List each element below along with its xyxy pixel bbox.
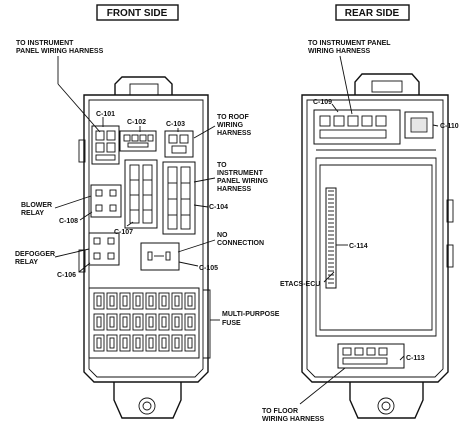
defogger-relay (88, 232, 120, 266)
connector-c101 (91, 125, 120, 165)
connector-label-c110: C-110 (440, 123, 459, 130)
multi-purpose-fuse-block (88, 287, 200, 359)
fuse-slot (93, 292, 105, 310)
connector-c102 (119, 130, 157, 152)
fuse-slot (145, 292, 157, 310)
svg-text:MULTI-PURPOSE: MULTI-PURPOSE (222, 311, 280, 318)
label-ip-harness-top: TO INSTRUMENT PANEL WIRING HARNESS (16, 40, 104, 55)
svg-text:WIRING HARNESS: WIRING HARNESS (308, 48, 371, 55)
fuse-slot (171, 292, 183, 310)
svg-text:TO ROOF: TO ROOF (217, 114, 249, 121)
fuse-slot (119, 292, 131, 310)
label-no-connection: NO CONNECTION (217, 232, 264, 247)
fuse-slot (132, 292, 144, 310)
front-leader-lines (54, 56, 220, 359)
svg-text:HARNESS: HARNESS (217, 130, 252, 137)
connector-label-c102: C-102 (127, 119, 146, 126)
rear-junction-block (301, 73, 454, 419)
connector-c113 (337, 343, 405, 369)
label-blower-relay: BLOWER RELAY (21, 202, 52, 217)
fuse-slot (145, 313, 157, 331)
svg-text:REAR SIDE: REAR SIDE (345, 8, 400, 19)
rear-side-header: REAR SIDE (335, 4, 410, 21)
svg-text:DEFOGGER: DEFOGGER (15, 251, 55, 258)
svg-text:FUSE: FUSE (222, 320, 241, 327)
fuse-slot (184, 313, 196, 331)
connector-c110 (404, 111, 434, 139)
label-roof-harness: TO ROOF WIRING HARNESS (217, 114, 252, 137)
svg-text:BLOWER: BLOWER (21, 202, 52, 209)
svg-text:CONNECTION: CONNECTION (217, 240, 264, 247)
connector-label-c114: C-114 (349, 243, 368, 250)
connector-label-c104: C-104 (209, 204, 228, 211)
label-floor-harness: TO FLOOR WIRING HARNESS (262, 408, 325, 423)
svg-text:HARNESS: HARNESS (217, 186, 252, 193)
svg-text:FRONT SIDE: FRONT SIDE (107, 8, 168, 19)
connector-c107 (124, 159, 158, 229)
fuse-slot (184, 334, 196, 352)
fuse-slot (132, 334, 144, 352)
fuse-slot (158, 313, 170, 331)
rear-leader-lines (299, 55, 439, 405)
fuse-slot (119, 334, 131, 352)
svg-text:WIRING: WIRING (217, 122, 244, 129)
fuse-slot (106, 334, 118, 352)
fuse-slot (93, 334, 105, 352)
svg-text:WIRING HARNESS: WIRING HARNESS (262, 416, 325, 423)
svg-text:TO INSTRUMENT PANEL: TO INSTRUMENT PANEL (308, 40, 391, 47)
connector-label-c109: C-109 (313, 99, 332, 106)
connector-c103 (164, 130, 194, 158)
svg-text:INSTRUMENT: INSTRUMENT (217, 170, 264, 177)
svg-text:RELAY: RELAY (15, 259, 38, 266)
connector-label-c108: C-108 (59, 218, 78, 225)
svg-text:TO: TO (217, 162, 227, 169)
svg-text:TO INSTRUMENT: TO INSTRUMENT (16, 40, 74, 47)
blower-relay (90, 184, 122, 218)
connector-label-c101: C-101 (96, 111, 115, 118)
fuse-slot (145, 334, 157, 352)
fuse-slot (106, 313, 118, 331)
svg-text:NO: NO (217, 232, 228, 239)
label-ip-harness-right: TO INSTRUMENT PANEL WIRING HARNESS (217, 162, 269, 193)
svg-text:PANEL WIRING HARNESS: PANEL WIRING HARNESS (16, 48, 104, 55)
connector-label-c113: C-113 (406, 355, 425, 362)
svg-text:TO FLOOR: TO FLOOR (262, 408, 298, 415)
fuse-slot (184, 292, 196, 310)
connector-label-c105: C-105 (199, 265, 218, 272)
label-etacs-ecu: ETACS-ECU (280, 281, 320, 288)
fuse-slot (119, 313, 131, 331)
fuse-slot (171, 313, 183, 331)
fuse-slot (106, 292, 118, 310)
front-junction-block (78, 76, 209, 419)
fuse-slot (132, 313, 144, 331)
fuse-slot (171, 334, 183, 352)
front-side-header: FRONT SIDE (96, 4, 179, 21)
label-rear-ip-harness: TO INSTRUMENT PANEL WIRING HARNESS (308, 40, 391, 55)
label-defogger-relay: DEFOGGER RELAY (15, 251, 55, 266)
connector-label-c106: C-106 (57, 272, 76, 279)
svg-text:PANEL WIRING: PANEL WIRING (217, 178, 269, 185)
connector-label-c103: C-103 (166, 121, 185, 128)
fuse-slot (158, 292, 170, 310)
fuse-slot (158, 334, 170, 352)
label-multi-purpose-fuse: MULTI-PURPOSE FUSE (222, 311, 280, 327)
svg-text:RELAY: RELAY (21, 210, 44, 217)
connector-c109 (313, 109, 401, 145)
fuse-slot (93, 313, 105, 331)
connector-label-c107: C-107 (114, 229, 133, 236)
connector-c114 (325, 187, 337, 289)
connector-c104 (162, 161, 196, 235)
connector-c105 (140, 242, 180, 271)
